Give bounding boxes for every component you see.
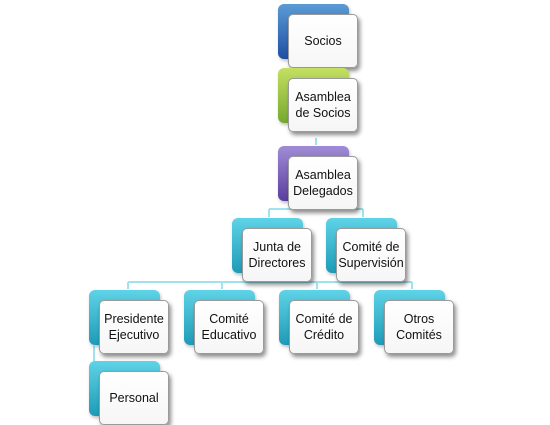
node-label-junta-directores: Junta de Directores	[248, 240, 306, 270]
node-label-asamblea-socios: Asamblea de Socios	[295, 90, 351, 120]
node-label-personal: Personal	[109, 391, 159, 405]
node-label-comite-educativo: Comité Educativo	[201, 312, 257, 342]
node-label-presidente-ejecutivo: Presidente Ejecutivo	[104, 312, 164, 342]
node-label-socios: Socios	[304, 34, 342, 48]
node-box: Comité de Supervisión	[336, 228, 406, 282]
node-box: Asamblea Delegados	[288, 156, 358, 210]
node-label-asamblea-delegados: Asamblea Delegados	[293, 168, 353, 198]
node-box: Comité de Crédito	[289, 300, 359, 354]
node-box: Junta de Directores	[242, 228, 312, 282]
node-label-comite-credito: Comité de Crédito	[295, 312, 353, 342]
node-box: Presidente Ejecutivo	[99, 300, 169, 354]
node-box: Otros Comités	[384, 300, 454, 354]
node-box: Asamblea de Socios	[288, 78, 358, 132]
node-label-otros-comites: Otros Comités	[396, 312, 442, 342]
node-box: Personal	[99, 371, 169, 425]
node-box: Socios	[288, 14, 358, 68]
node-box: Comité Educativo	[194, 300, 264, 354]
node-label-comite-supervision: Comité de Supervisión	[338, 240, 404, 270]
